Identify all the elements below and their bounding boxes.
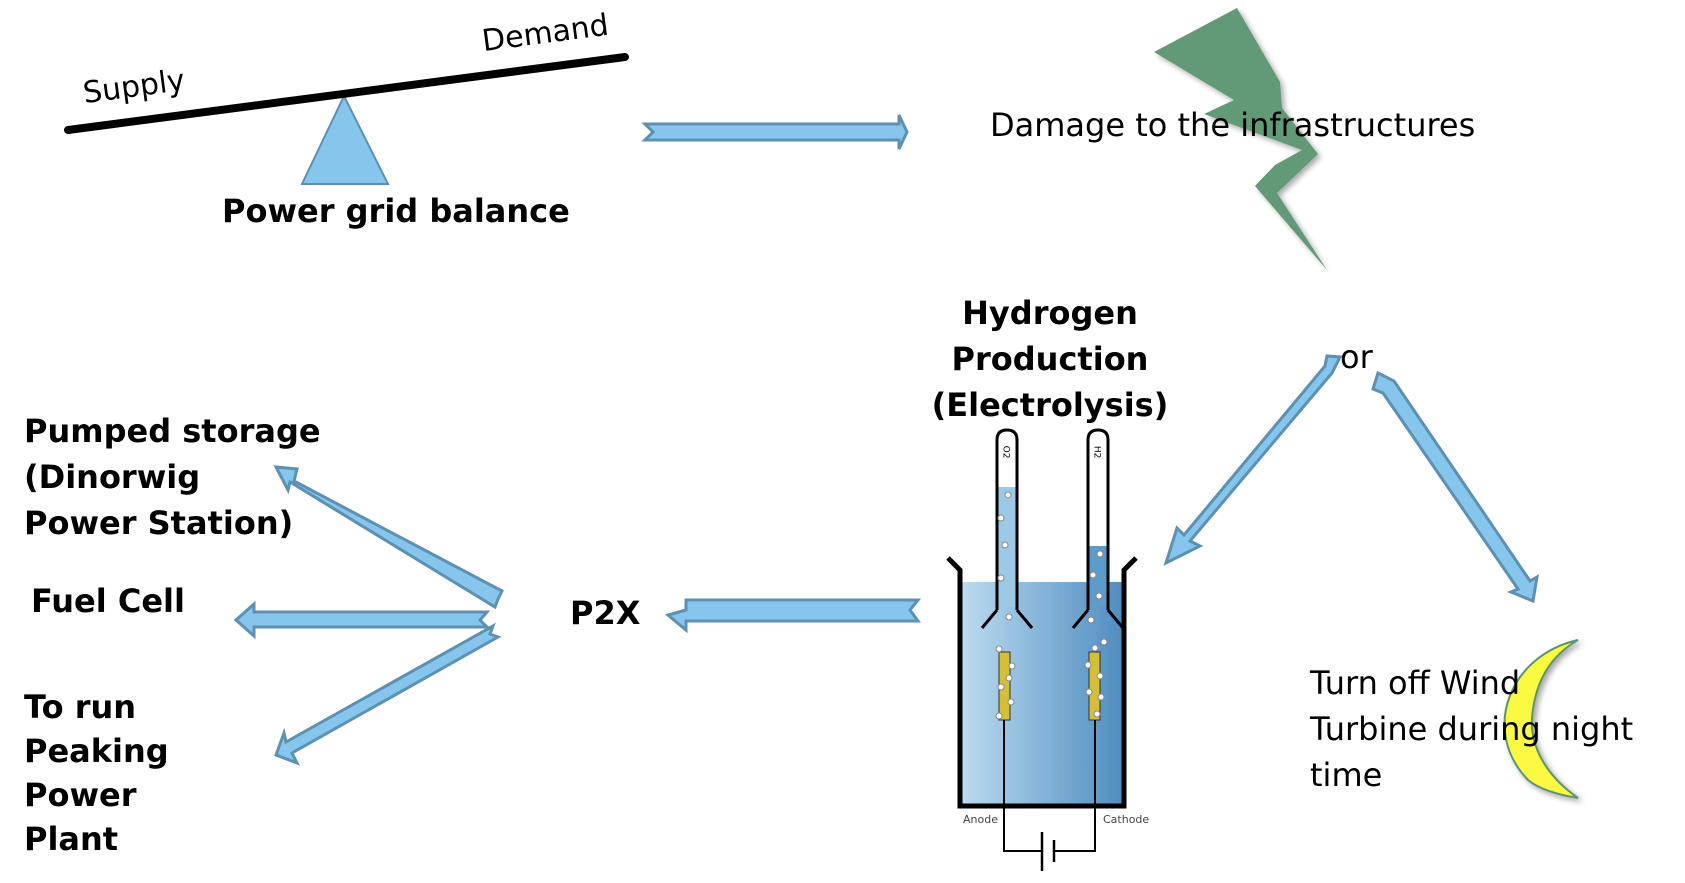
arrow-p2x-to-pumped-storage — [273, 465, 504, 610]
damage-label: Damage to the infrastructures — [990, 106, 1476, 144]
anode-label: Anode — [963, 813, 998, 826]
beaker — [946, 556, 1138, 809]
pumped-storage-line: (Dinorwig — [24, 458, 201, 496]
h2-tube-water — [1088, 546, 1108, 606]
arrow-p2x-to-peaking — [274, 622, 502, 766]
wind-text-line: Turn off Wind — [1310, 664, 1521, 702]
peaking-line: To run — [24, 688, 137, 726]
seesaw-beam — [64, 53, 629, 134]
arrow-or-to-electrolysis — [1163, 354, 1343, 566]
cathode-label: Cathode — [1103, 813, 1150, 826]
arrow-p2x-to-fuel-cell — [233, 600, 491, 640]
h2-tube — [1086, 428, 1110, 610]
arrows — [233, 114, 1539, 766]
pumped-storage-line: Power Station) — [24, 504, 294, 542]
crescent-moon-icon — [1503, 639, 1579, 799]
p2x-label: P2X — [570, 594, 641, 632]
hydrogen-title-line: Production — [951, 340, 1149, 378]
hydrogen-title-line: Hydrogen — [962, 294, 1138, 332]
fuel-cell-label: Fuel Cell — [31, 582, 185, 620]
lightning-bolt-icon — [1154, 8, 1327, 270]
arrow-or-to-moon — [1371, 370, 1539, 604]
fulcrum-triangle — [300, 93, 390, 185]
o2-tube-label: O2 — [1000, 445, 1011, 459]
circuit-wire — [1003, 720, 1096, 852]
peaking-power-plant-label: To run Peaking Power Plant — [24, 685, 169, 861]
peaking-line: Power — [24, 776, 137, 814]
hydrogen-production-title: Hydrogen Production (Electrolysis) — [930, 290, 1170, 428]
o2-tube — [995, 428, 1019, 610]
seesaw — [64, 53, 629, 185]
wind-text-line: time — [1310, 756, 1383, 794]
hydrogen-title-line: (Electrolysis) — [931, 386, 1169, 424]
bubbles — [995, 491, 1108, 720]
arrow-electrolysis-to-p2x — [664, 598, 922, 634]
or-label: or — [1340, 338, 1373, 376]
power-grid-balance-title: Power grid balance — [222, 192, 570, 230]
turn-off-wind-text: Turn off Wind Turbine during night time — [1310, 660, 1633, 798]
electrolysis-apparatus — [946, 428, 1138, 871]
arrow-right-to-damage — [641, 114, 909, 150]
h2-tube-label: H2 — [1091, 445, 1102, 459]
peaking-line: Plant — [24, 820, 119, 858]
peaking-line: Peaking — [24, 732, 169, 770]
cathode-electrode — [1088, 651, 1101, 721]
pumped-storage-label: Pumped storage (Dinorwig Power Station) — [24, 408, 321, 546]
wind-text-line: Turbine during night — [1310, 710, 1634, 748]
pumped-storage-line: Pumped storage — [24, 412, 321, 450]
